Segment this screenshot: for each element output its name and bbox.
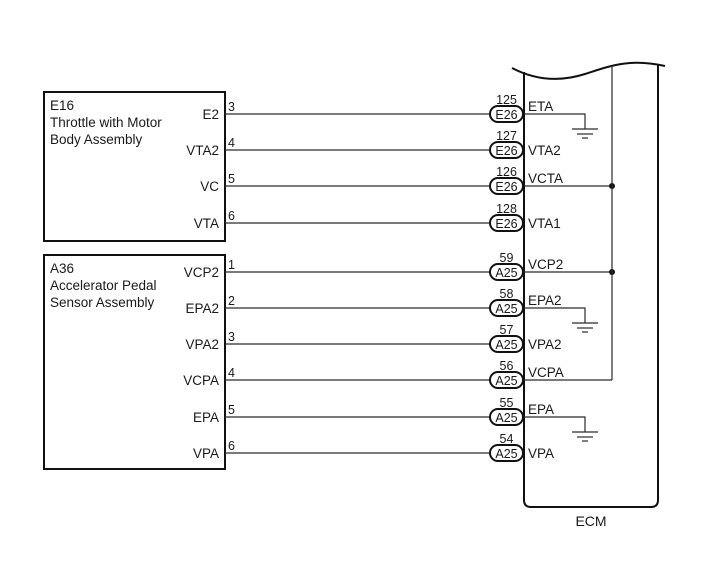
pin-name: VCPA <box>183 373 219 388</box>
component-box <box>43 91 226 242</box>
connector-id: A25 <box>495 411 517 425</box>
ecm-internal-circuits <box>524 66 615 442</box>
pin-name: VPA2 <box>185 337 219 352</box>
pin-name: E2 <box>202 107 219 122</box>
pin-number: 1 <box>228 258 235 272</box>
ecm-outline <box>523 64 659 508</box>
connector-pill <box>489 105 524 123</box>
component-e16-throttle-body: E16 Throttle with Motor Body Assembly E2… <box>43 91 226 242</box>
pin-name: VTA <box>194 216 219 231</box>
pin-number: 3 <box>228 330 235 344</box>
component-name-line-2: Body Assembly <box>50 132 143 147</box>
ecm-signal-name: ETA <box>528 99 553 114</box>
ecm-block: ECM <box>511 61 666 529</box>
connector-pill <box>489 177 524 195</box>
connector-pill <box>489 408 524 426</box>
pin-name: VCP2 <box>184 265 219 280</box>
component-box <box>43 254 226 470</box>
connector-pin-number: 59 <box>500 251 514 265</box>
connector-pin-number: 58 <box>500 287 514 301</box>
ground-symbol-icon <box>524 416 598 442</box>
pin-number: 4 <box>228 366 235 380</box>
pin-name: VTA2 <box>186 143 219 158</box>
component-id: E16 <box>50 98 74 113</box>
ecm-signal-name: VPA2 <box>528 337 562 352</box>
component-name-line-1: Accelerator Pedal <box>50 278 157 293</box>
component-id: A36 <box>50 261 74 276</box>
connector-id: A25 <box>495 302 517 316</box>
pin-name: EPA <box>193 410 219 425</box>
connector-pill <box>489 299 524 317</box>
connector-pill <box>489 214 524 232</box>
connector-pin-number: 54 <box>500 432 514 446</box>
ecm-signal-name: EPA <box>528 402 554 417</box>
pin-number: 6 <box>228 439 235 453</box>
pin-name: VC <box>200 179 219 194</box>
connector-id: E26 <box>495 144 517 158</box>
connector-pin-number: 128 <box>496 202 517 216</box>
pin-number: 2 <box>228 294 235 308</box>
connector-id: A25 <box>495 374 517 388</box>
connector-pin-number: 125 <box>496 93 517 107</box>
connector-pin-number: 127 <box>496 129 517 143</box>
ecm-signal-name: VCTA <box>528 171 563 186</box>
ecm-break-line <box>511 61 666 80</box>
connector-pill <box>489 444 524 462</box>
pin-number: 3 <box>228 100 235 114</box>
connector-id: E26 <box>495 108 517 122</box>
wires: 3 4 5 6 1 2 3 4 5 6 <box>225 100 490 454</box>
connector-pill <box>489 263 524 281</box>
ecm-signal-name: VPA <box>528 446 554 461</box>
ground-symbol-icon <box>524 113 598 139</box>
connector-id: E26 <box>495 217 517 231</box>
connector-pin-number: 126 <box>496 165 517 179</box>
connector-pill <box>489 371 524 389</box>
ecm-label: ECM <box>575 513 606 529</box>
connector-id: A25 <box>495 266 517 280</box>
connector-pin-number: 55 <box>500 396 514 410</box>
connector-id: A25 <box>495 447 517 461</box>
ecm-signal-name: VCPA <box>528 365 564 380</box>
ecm-signal-name: VTA2 <box>528 143 561 158</box>
connector-pin-number: 56 <box>500 359 514 373</box>
component-name-line-1: Throttle with Motor <box>50 115 162 130</box>
connector-pill <box>489 335 524 353</box>
ecm-signal-name: VCP2 <box>528 257 563 272</box>
ground-symbol-icon <box>524 307 598 333</box>
ecm-signal-name: VTA1 <box>528 216 561 231</box>
connector-id: E26 <box>495 180 517 194</box>
pin-number: 6 <box>228 209 235 223</box>
pin-number: 5 <box>228 403 235 417</box>
pin-name: EPA2 <box>185 301 219 316</box>
connector-id: A25 <box>495 338 517 352</box>
component-name-line-2: Sensor Assembly <box>50 295 155 310</box>
ecm-signal-name: EPA2 <box>528 293 562 308</box>
connector-pin-number: 57 <box>500 323 514 337</box>
connector-pill <box>489 141 524 159</box>
pin-name: VPA <box>193 446 219 461</box>
pin-number: 5 <box>228 172 235 186</box>
component-a36-accelerator-pedal-sensor: A36 Accelerator Pedal Sensor Assembly VC… <box>43 254 226 470</box>
pin-number: 4 <box>228 136 235 150</box>
